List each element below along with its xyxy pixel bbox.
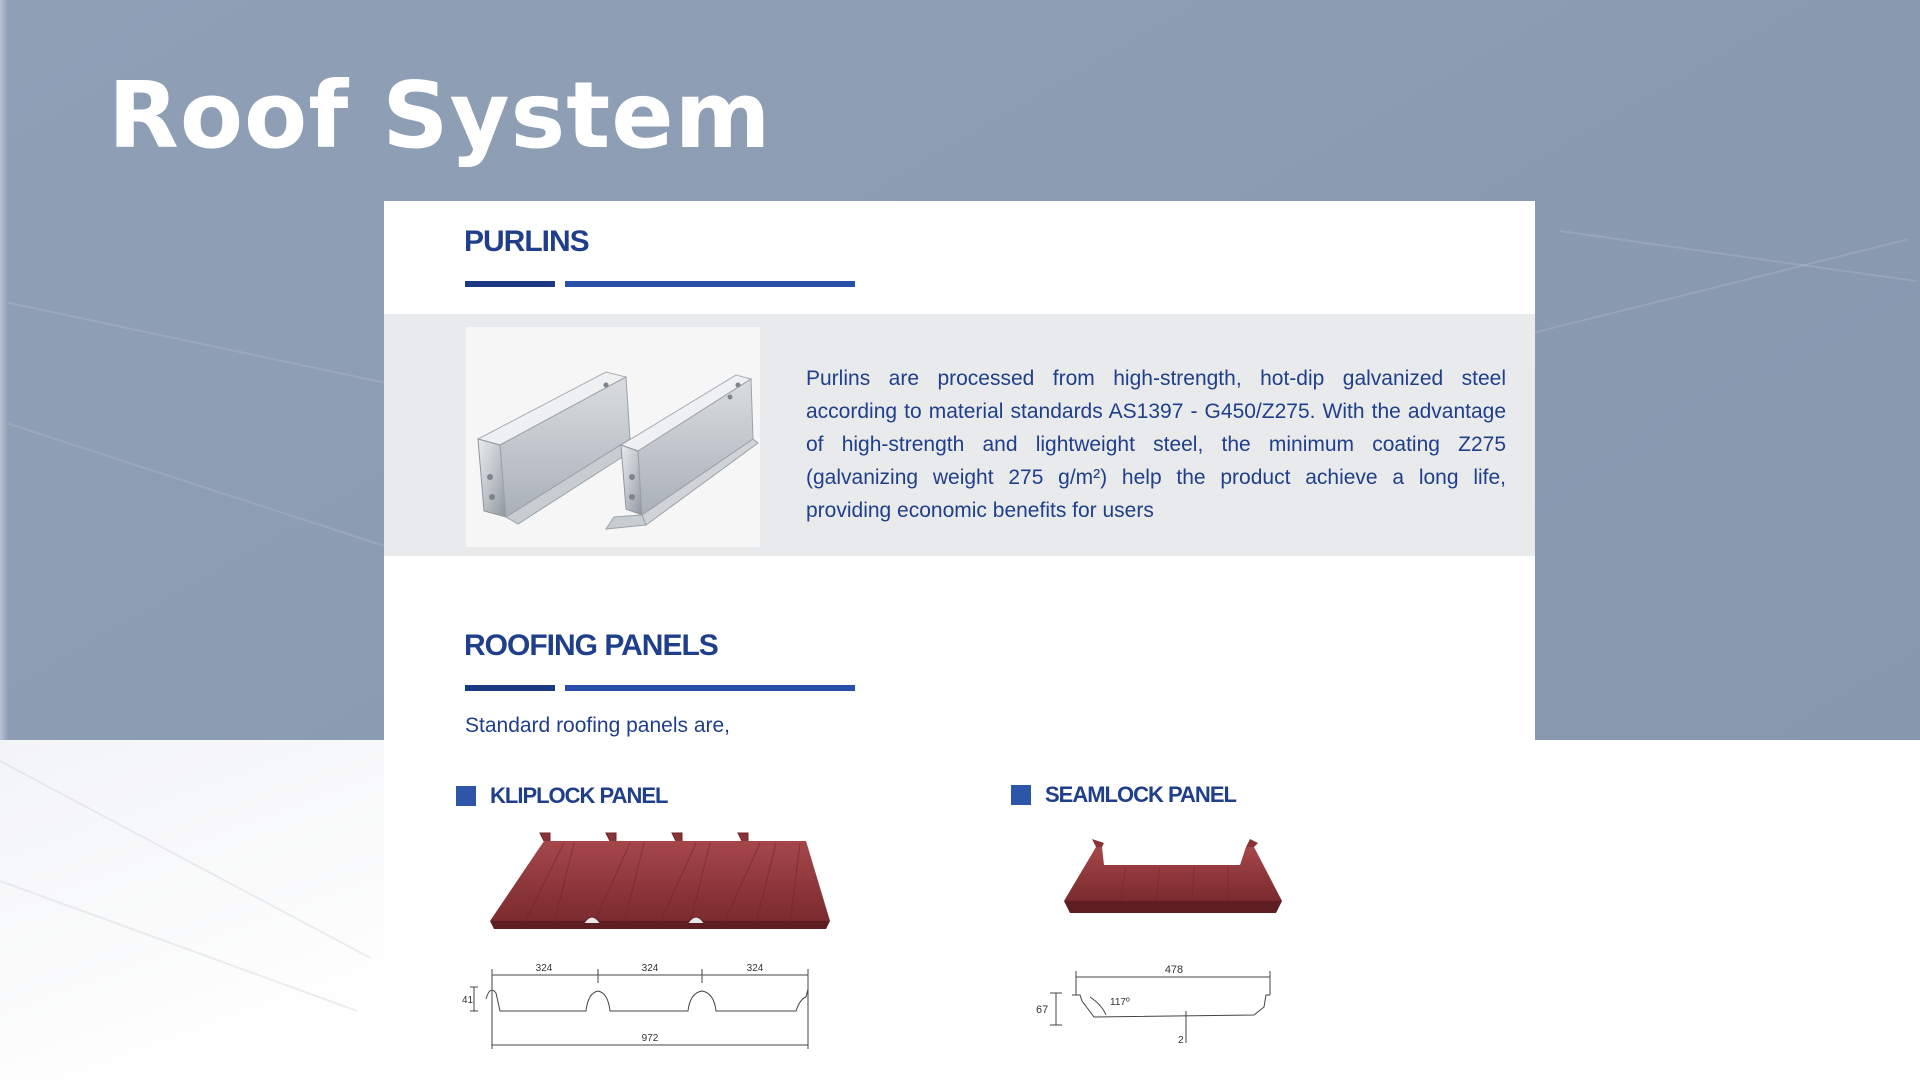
heading-underline-short	[465, 281, 555, 287]
roofing-panels-heading: ROOFING PANELS	[464, 629, 719, 662]
slide-title: Roof System	[108, 62, 772, 169]
background-edge	[0, 0, 8, 740]
seamlock-angle: 117º	[1110, 997, 1130, 1008]
heading-underline-short	[465, 685, 555, 691]
kliplock-height: 41	[462, 995, 474, 1006]
seamlock-pan-depth: 2	[1178, 1035, 1184, 1046]
kliplock-cover-width: 972	[642, 1033, 659, 1044]
kliplock-bullet	[456, 786, 476, 806]
roofing-intro: Standard roofing panels are,	[465, 714, 731, 737]
seamlock-bullet	[1011, 785, 1031, 805]
kliplock-panel-image	[484, 829, 834, 939]
kliplock-dim-2: 324	[642, 963, 659, 974]
purlins-description: Purlins are processed from high-strength…	[806, 367, 1506, 522]
purlins-heading: PURLINS	[464, 225, 590, 258]
seamlock-height: 67	[1036, 1004, 1048, 1016]
kliplock-profile-drawing: 324 324 324 41 972	[462, 959, 842, 1069]
purlins-band: Purlins are processed from high-strength…	[384, 314, 1535, 556]
kliplock-dim-1: 324	[536, 963, 553, 974]
seamlock-title: SEAMLOCK PANEL	[1045, 782, 1237, 807]
kliplock-dim-3: 324	[747, 963, 764, 974]
content-panel: PURLINS	[384, 201, 1535, 1080]
purlins-image	[466, 327, 760, 547]
seamlock-panel-image	[1060, 839, 1290, 931]
seamlock-profile-drawing: 478 67 117º 2	[1024, 959, 1304, 1069]
heading-underline-long	[565, 281, 855, 287]
heading-underline-long	[565, 685, 855, 691]
seamlock-cover-width: 478	[1165, 964, 1183, 976]
kliplock-title: KLIPLOCK PANEL	[490, 783, 668, 808]
